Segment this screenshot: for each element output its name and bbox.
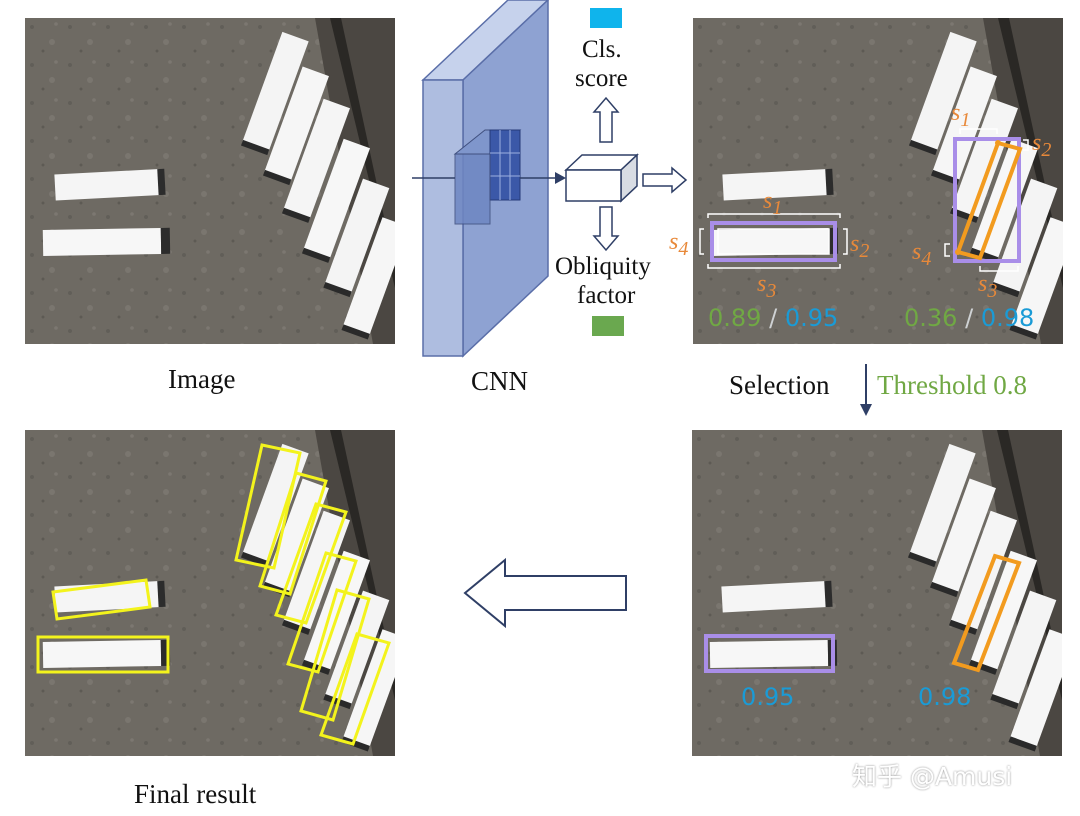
right-score-readout: 0.36 / 0.98 (904, 306, 1034, 330)
cnn-label: CNN (471, 366, 529, 396)
selected-overlays (704, 553, 1022, 673)
selection-label: Selection (729, 370, 830, 400)
score-separator: / (769, 304, 778, 332)
side-label-s3-left: s3 (757, 271, 777, 302)
side-label-s4-left: s4 (669, 229, 689, 260)
selected-right-cls-score: 0.98 (918, 683, 972, 711)
right-obliquity-score: 0.36 (904, 304, 958, 332)
left-cls-score: 0.95 (784, 304, 839, 332)
obliquity-label-2: factor (577, 282, 636, 309)
score-separator: / (965, 304, 974, 332)
obliquity-label-1: Obliquity (555, 253, 651, 280)
side-label-s4-right: s4 (912, 239, 932, 270)
input-image-panel (25, 18, 395, 344)
cls-score-label-1: Cls. (582, 36, 622, 63)
prediction-overlays (699, 128, 1029, 272)
obliquity-square (592, 316, 624, 336)
side-label-s3-right: s3 (978, 271, 998, 302)
final-result-label: Final result (134, 779, 257, 809)
left-score-readout: 0.89 / 0.95 (708, 306, 838, 330)
side-label-s1-right: s1 (951, 100, 971, 131)
down-arrow-icon (592, 206, 620, 252)
final-yellow-boxes (36, 443, 391, 746)
right-arrow-icon (642, 166, 688, 194)
detection-head-box (564, 153, 639, 203)
cls-score-label-2: score (575, 65, 628, 92)
up-arrow-icon (592, 96, 620, 143)
side-label-s2-left: s2 (850, 231, 870, 262)
cnn-block (412, 0, 566, 358)
selection-arrow-icon (860, 404, 872, 416)
left-obliquity-score: 0.89 (708, 304, 762, 332)
side-label-s1-left: s1 (763, 188, 783, 219)
watermark: 知乎 @Amusi (852, 762, 1013, 791)
right-cls-score: 0.98 (980, 304, 1035, 332)
image-label: Image (168, 364, 236, 394)
selected-left-cls-score: 0.95 (741, 683, 795, 711)
cls-score-square (590, 8, 622, 28)
big-left-arrow-icon (463, 557, 627, 629)
side-label-s2-right: s2 (1032, 130, 1052, 161)
threshold-label: Threshold 0.8 (877, 370, 1027, 400)
